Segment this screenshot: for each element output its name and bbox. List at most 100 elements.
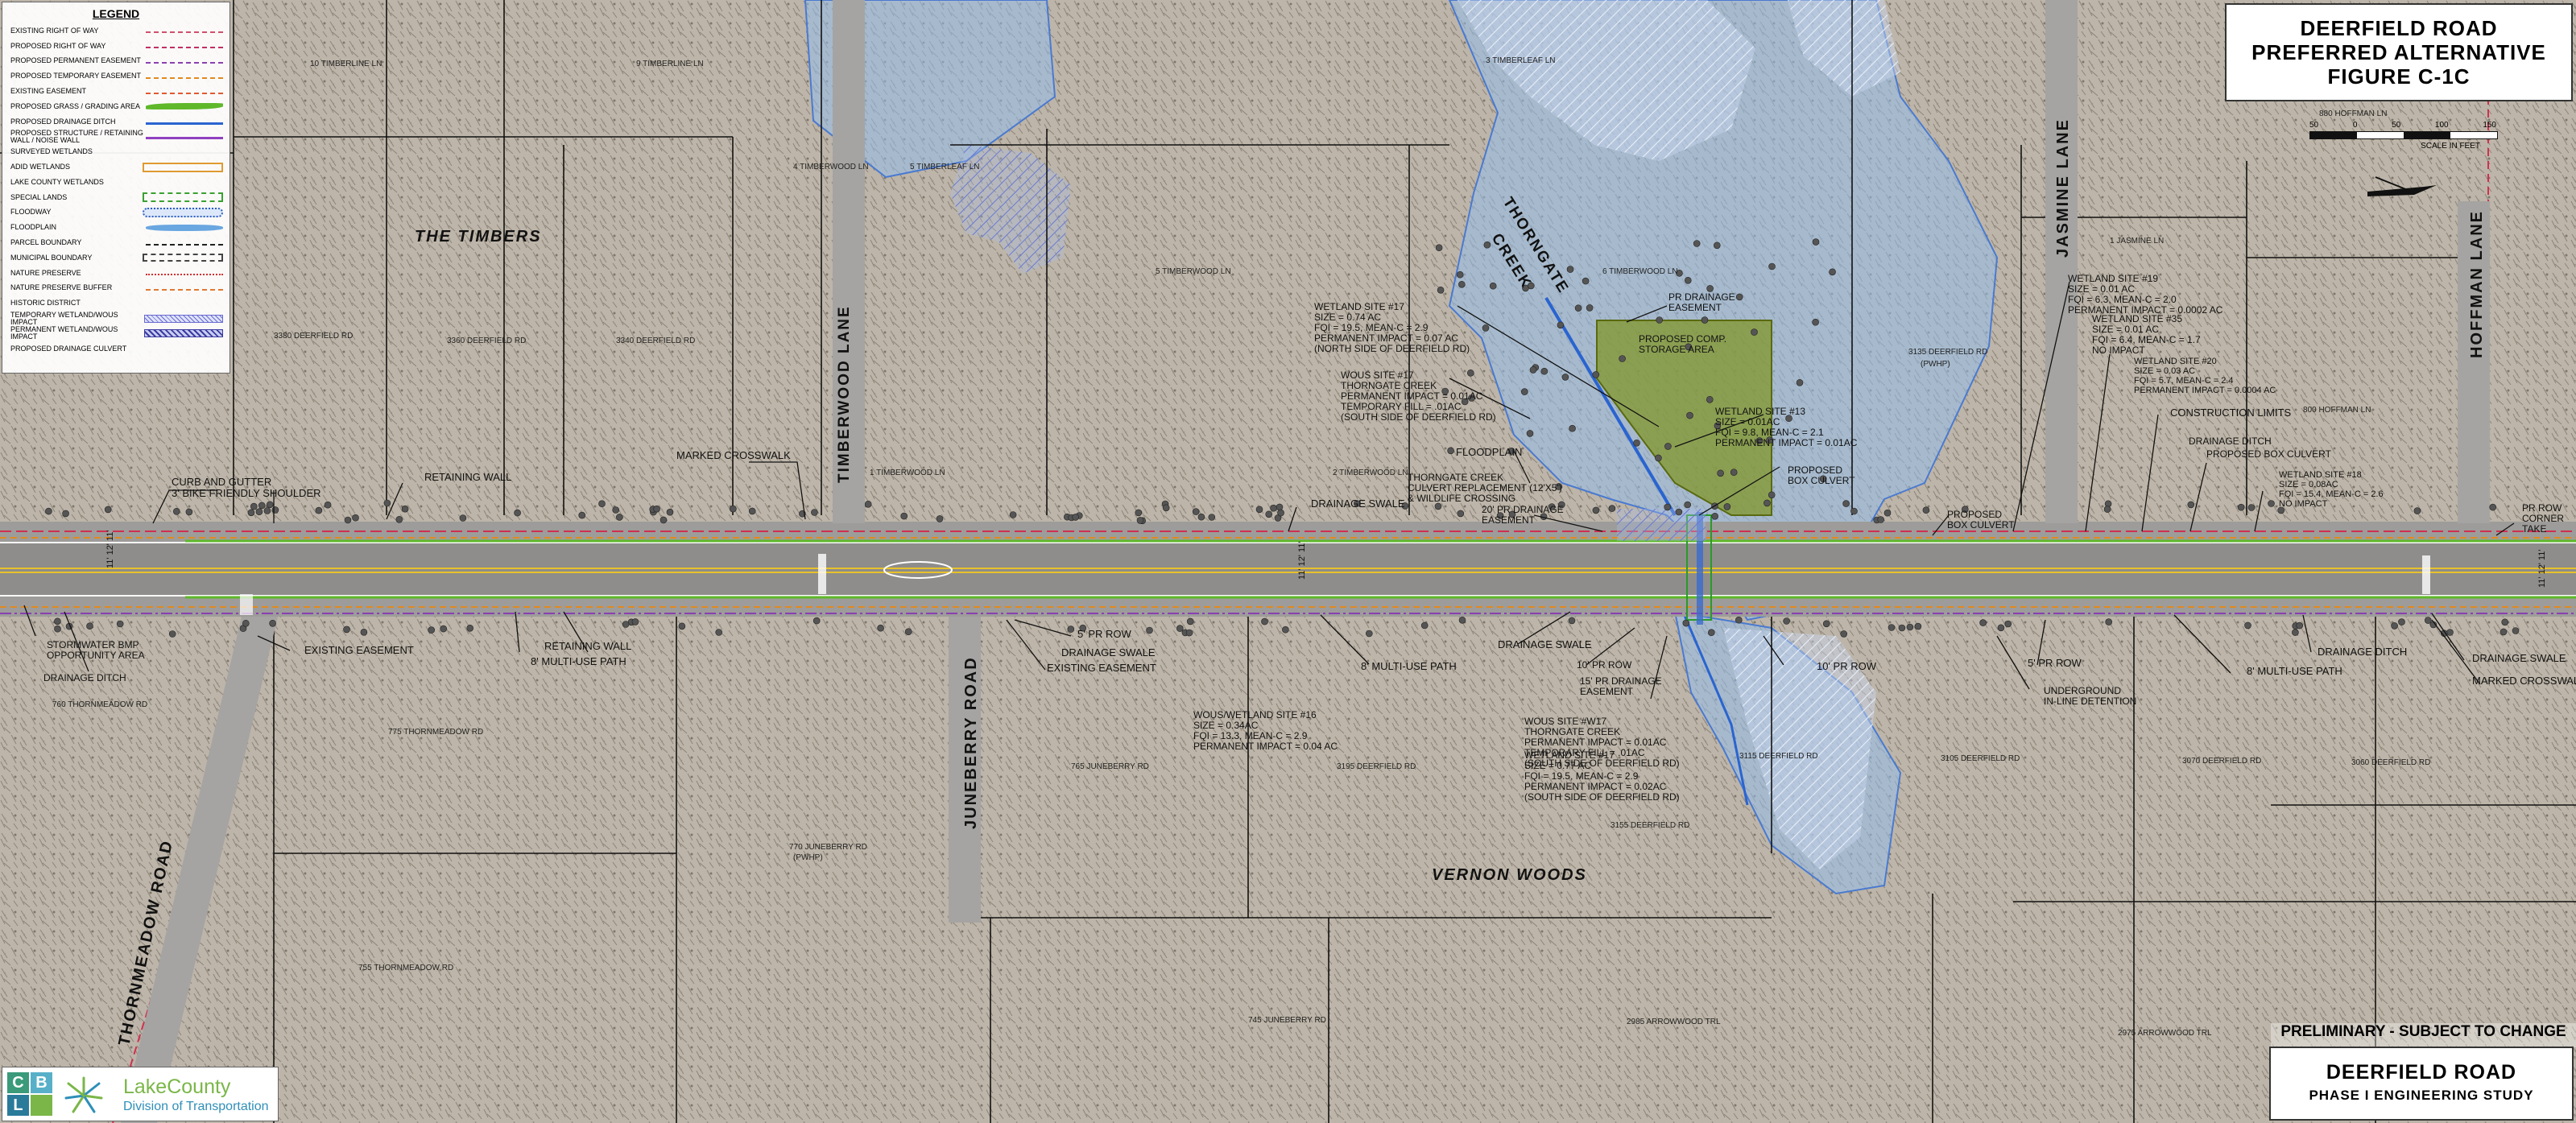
legend-item: PERMANENT WETLAND/WOUS IMPACT: [2, 326, 229, 341]
callout-swale3: DRAINAGE SWALE: [1498, 638, 1592, 650]
cbl-logo-icon: C B L: [7, 1072, 56, 1117]
address-label: 3115 DEERFIELD RD: [1739, 752, 1818, 761]
callout-ws17s: WETLAND SITE #17: [1524, 749, 1615, 761]
callout-exeas1: EXISTING EASEMENT: [304, 644, 414, 656]
callout-prdrain20: EASEMENT: [1482, 514, 1536, 526]
callout-ws20: FQI = 5.7, MEAN-C = 2.4: [2134, 376, 2234, 386]
legend-item-label: PROPOSED DRAINAGE CULVERT: [10, 344, 127, 353]
legend-item-label: LAKE COUNTY WETLANDS: [10, 177, 104, 186]
callout-ws17s: PERMANENT IMPACT = 0.02AC: [1524, 781, 1667, 792]
address-label: 3380 DEERFIELD RD: [274, 332, 353, 341]
address-label: 800 HOFFMAN LN: [2303, 406, 2371, 415]
callout-ws17s: (SOUTH SIDE OF DEERFIELD RD): [1524, 791, 1680, 803]
legend-symbol-icon: [146, 274, 223, 276]
callout-ws20: PERMANENT IMPACT = 0.0004 AC: [2134, 386, 2276, 395]
street-timberwood: TIMBERWOOD LANE: [836, 305, 853, 483]
street-hoffman: HOFFMAN LANE: [2468, 210, 2486, 358]
callout-corner: TAKE: [2522, 523, 2546, 535]
subdivision-timbers: THE TIMBERS: [415, 228, 542, 246]
scale-bar: 50 0 50 100 150 SCALE IN FEET: [2309, 121, 2504, 161]
callout-ws17s: SIZE = 0.77 AC: [1524, 760, 1591, 771]
callout-bike: 3' BIKE FRIENDLY SHOULDER: [172, 487, 321, 499]
callout-wous17s: THORNGATE CREEK: [1524, 726, 1620, 737]
callout-ws19: SIZE = 0.01 AC: [2068, 283, 2135, 295]
callout-culvert: CULVERT REPLACEMENT (12'X5'): [1408, 482, 1562, 493]
legend-item: PROPOSED TEMPORARY EASEMENT: [2, 68, 229, 84]
legend-item-label: ADID WETLANDS: [10, 163, 71, 171]
address-label: 3340 DEERFIELD RD: [616, 336, 695, 345]
study-block: DEERFIELD ROAD PHASE I ENGINEERING STUDY: [2269, 1047, 2574, 1121]
address-label: 880 HOFFMAN LN: [2319, 109, 2387, 118]
legend-symbol-icon: [143, 192, 223, 203]
legend-title: LEGEND: [92, 7, 140, 20]
title-line-3: FIGURE C-1C: [2327, 64, 2471, 89]
address-label: 745 JUNEBERRY RD: [1248, 1016, 1326, 1025]
legend-symbol-icon: [146, 299, 223, 308]
legend-item: EXISTING EASEMENT: [2, 84, 229, 99]
legend-item: EXISTING RIGHT OF WAY: [2, 23, 229, 39]
legend-item-label: PROPOSED PERMANENT EASEMENT: [10, 56, 141, 65]
callout-mup1: 8' MULTI-USE PATH: [531, 655, 626, 667]
address-label: (PWHP): [1921, 360, 1950, 369]
legend-symbol-icon: [146, 345, 223, 353]
title-block: DEERFIELD ROAD PREFERRED ALTERNATIVE FIG…: [2225, 3, 2573, 101]
preliminary-notice: PRELIMINARY - SUBJECT TO CHANGE: [2271, 1023, 2576, 1047]
legend-item: PROPOSED PERMANENT EASEMENT: [2, 54, 229, 69]
address-label: 3070 DEERFIELD RD: [2182, 757, 2261, 766]
legend-symbol-icon: [146, 178, 223, 186]
legend-symbol-icon: [146, 103, 223, 110]
callout-swale2: DRAINAGE SWALE: [1311, 498, 1405, 510]
legend-item-label: HISTORIC DISTRICT: [10, 299, 81, 308]
callout-prrow1: 5' PR ROW: [1077, 628, 1131, 640]
callout-stormwater2: OPPORTUNITY AREA: [47, 650, 145, 661]
callout-ws16: PERMANENT IMPACT = 0.04 AC: [1193, 741, 1338, 752]
callout-prrow10a: 10' PR ROW: [1577, 659, 1632, 671]
callout-wous17: WOUS SITE #17: [1341, 370, 1414, 381]
address-label: 1 JASMINE LN: [2110, 237, 2164, 246]
callout-crosswalk2: MARKED CROSSWALK: [2472, 675, 2576, 687]
scale-tick: 150: [2483, 121, 2496, 130]
legend-symbol-icon: [146, 122, 223, 125]
callout-retwall1: RETAINING WALL: [424, 471, 511, 483]
legend-item-label: SURVEYED WETLANDS: [10, 147, 93, 156]
legend-item-label: NATURE PRESERVE: [10, 268, 81, 277]
address-label: 755 THORNMEADOW RD: [358, 964, 453, 972]
legend-item: FLOODWAY: [2, 205, 229, 221]
callout-ws35: SIZE = 0.01 AC: [2092, 324, 2159, 335]
legend-symbol-icon: [146, 137, 223, 140]
callout-ws35: NO IMPACT: [2092, 345, 2145, 356]
study-project: DEERFIELD ROAD: [2326, 1061, 2517, 1084]
callout-ws19: FQI = 6.3, MEAN-C = 2.0: [2068, 294, 2177, 305]
callout-prdrain_n: PR DRAINAGE: [1668, 291, 1735, 303]
callout-ws17: PERMANENT IMPACT = 0.07 AC: [1314, 332, 1458, 344]
address-label: 3195 DEERFIELD RD: [1337, 762, 1416, 771]
address-label: 775 THORNMEADOW RD: [388, 728, 483, 737]
callout-ws17: SIZE = 0.74 AC: [1314, 312, 1381, 323]
callout-culvert: & WILDLIFE CROSSING: [1408, 493, 1515, 504]
callout-culvert: THORNGATE CREEK: [1408, 472, 1503, 483]
legend-item: FLOODPLAIN: [2, 220, 229, 235]
callout-ws16: SIZE = 0.34AC: [1193, 720, 1259, 731]
address-label: 3060 DEERFIELD RD: [2351, 758, 2430, 767]
callout-storage: STORAGE AREA: [1639, 344, 1714, 355]
legend-item: SPECIAL LANDS: [2, 190, 229, 205]
callout-ws18: WETLAND SITE #18: [2279, 470, 2362, 480]
callout-boxcul1: PROPOSED: [1788, 464, 1842, 476]
callout-ws16: WOUS/WETLAND SITE #16: [1193, 709, 1317, 720]
address-label: 765 JUNEBERRY RD: [1071, 762, 1149, 771]
callout-sta3: 11' 12' 11': [2537, 550, 2547, 588]
scale-unit: SCALE IN FEET: [2421, 142, 2480, 151]
legend-symbol-icon: [144, 329, 223, 338]
callout-prdrain15: EASEMENT: [1580, 686, 1634, 697]
legend-symbol-icon: [143, 207, 223, 217]
callout-wous17: PERMANENT IMPACT = 0.01AC: [1341, 390, 1483, 402]
street-jasmine: JASMINE LANE: [2054, 118, 2072, 258]
callout-stormwater1: STORMWATER BMP: [47, 639, 139, 650]
legend-symbol-icon: [146, 92, 223, 94]
legend-symbol-icon: [146, 288, 223, 291]
legend-symbol-icon: [146, 31, 223, 34]
study-phase: PHASE I ENGINEERING STUDY: [2309, 1088, 2534, 1103]
creek-channel: [1544, 296, 1677, 517]
callout-boxcul3: PROPOSED BOX CULVERT: [2206, 448, 2332, 460]
